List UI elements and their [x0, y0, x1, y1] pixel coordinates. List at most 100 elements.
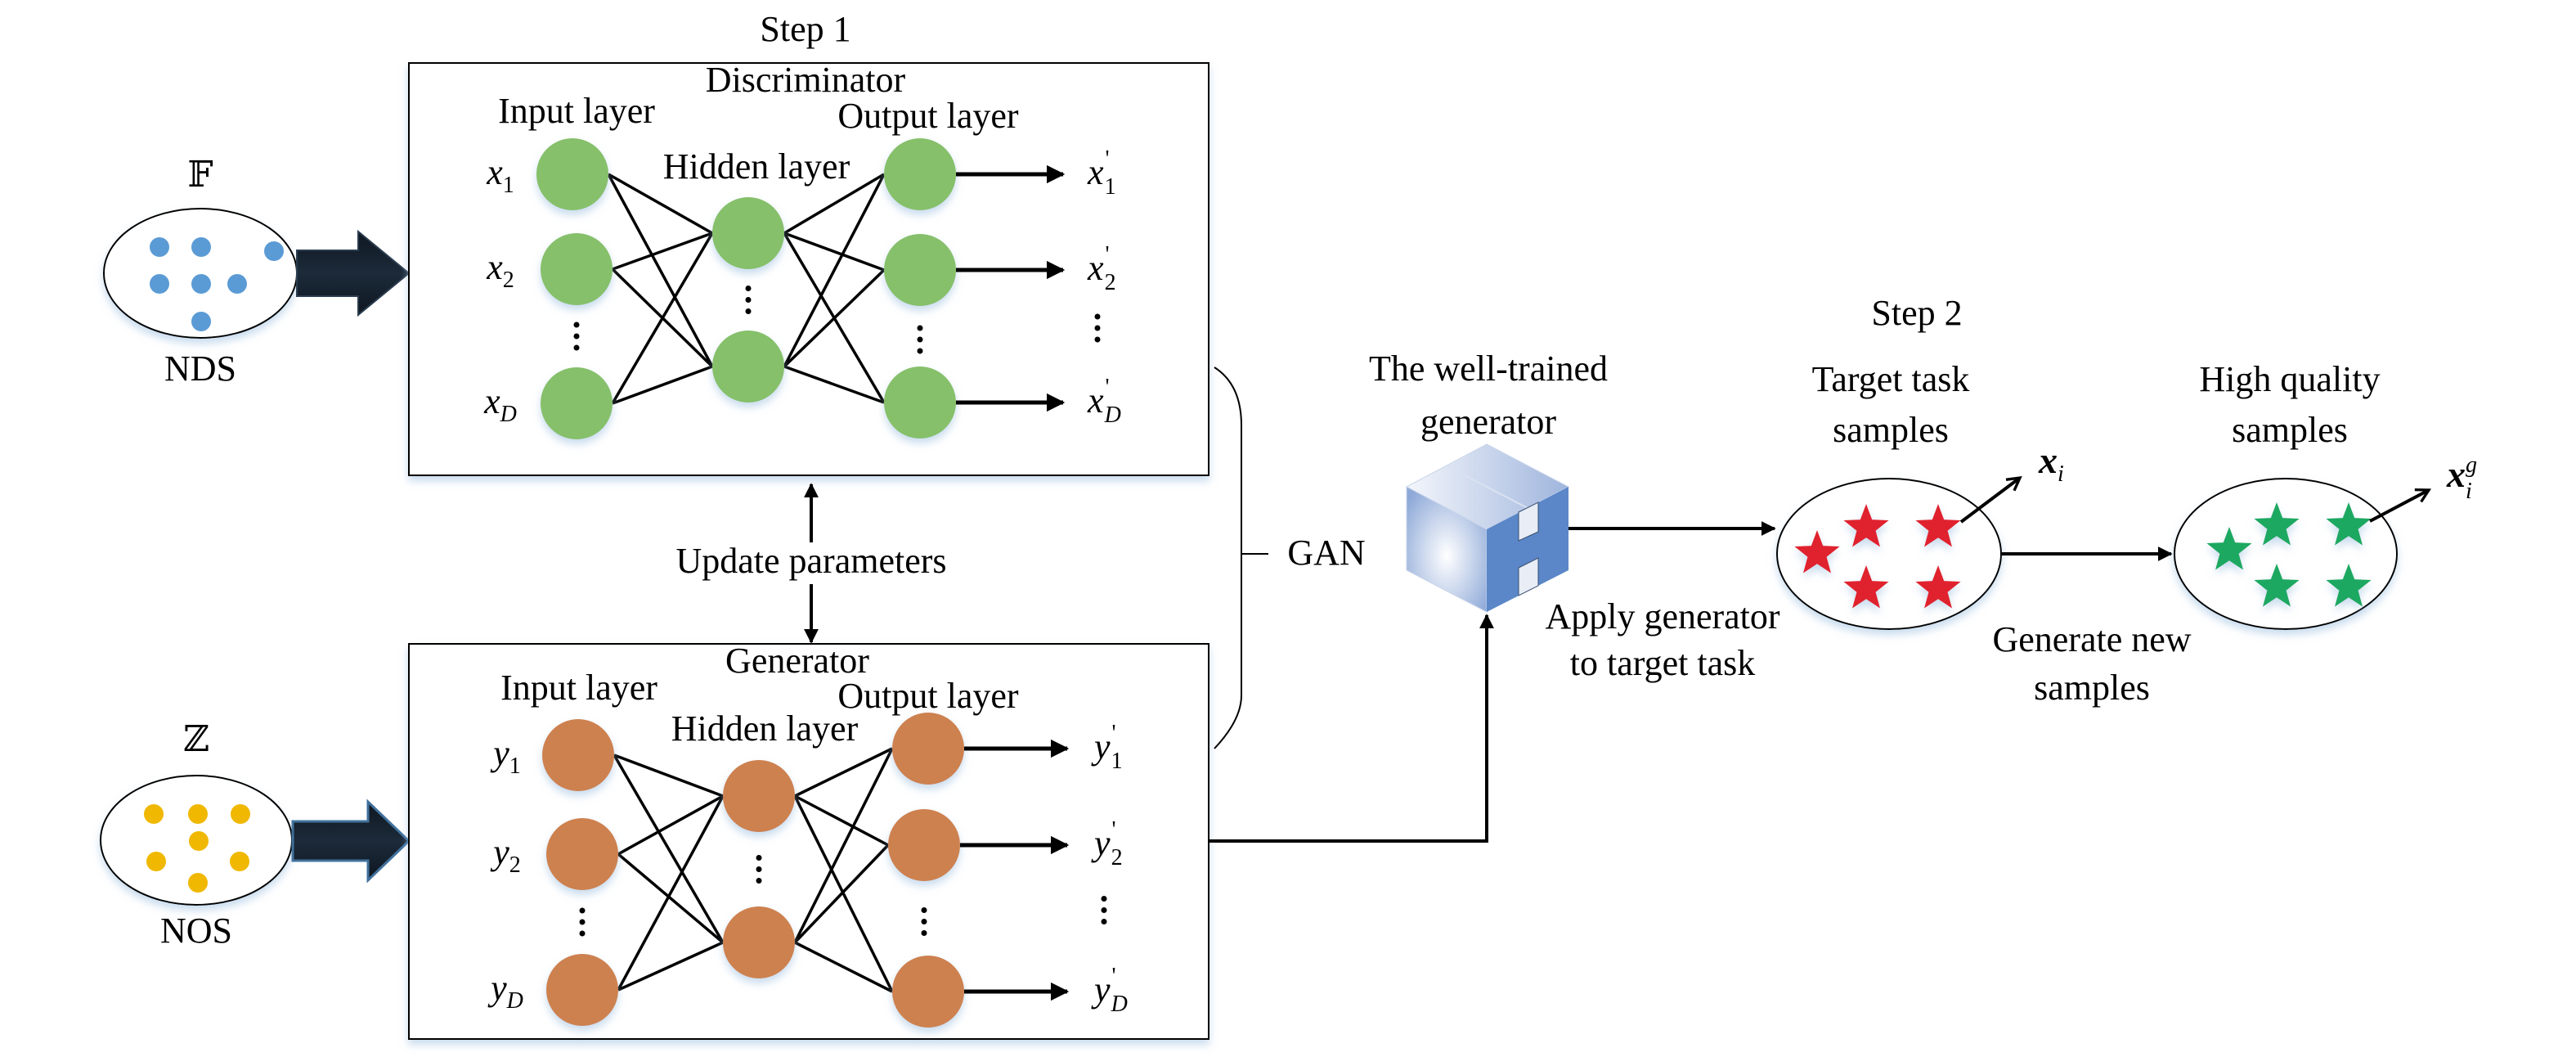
- nds-group: 𝔽 NDS: [103, 155, 411, 389]
- ellipsis-dot: [917, 336, 923, 343]
- generate-new-line2: samples: [2034, 668, 2150, 708]
- ellipsis-dot: [579, 907, 586, 914]
- hidden-node: [723, 906, 795, 978]
- target-sample-star: [1843, 565, 1889, 609]
- nds-data-point: [191, 312, 211, 331]
- quality-sample-star: [2326, 502, 2372, 546]
- connection-line: [617, 941, 724, 992]
- input-label: yD: [487, 968, 523, 1014]
- ellipsis-dot: [921, 907, 927, 913]
- nos-to-generator-arrow: [291, 798, 411, 884]
- step1-title: Step 1: [760, 9, 850, 49]
- quality-samples-ellipse: [2174, 478, 2398, 630]
- quality-sample-star: [2206, 527, 2252, 570]
- trained-generator-line1: The well-trained: [1369, 349, 1608, 389]
- ellipsis-dot: [573, 344, 580, 351]
- target-sample-stars: [1794, 504, 1961, 609]
- nds-data-point: [150, 274, 169, 294]
- connection-line: [794, 794, 889, 847]
- target-samples-line2: samples: [1833, 410, 1949, 450]
- nds-symbol: 𝔽: [187, 155, 213, 195]
- input-label: x2: [486, 247, 514, 293]
- generator-panel: Generator Input layer Hidden layer Outpu…: [408, 641, 1209, 1040]
- ellipsis-dot: [917, 325, 923, 331]
- xi-label: xi: [2038, 439, 2064, 487]
- connections: [607, 173, 886, 405]
- input-node: [541, 233, 613, 305]
- output-node: [884, 367, 956, 439]
- generator-hidden-layer-label: Hidden layer: [671, 708, 859, 749]
- xi-pointer-arrow: [1959, 478, 2020, 524]
- connection-line: [607, 173, 714, 367]
- target-sample-star: [1794, 530, 1840, 573]
- discriminator-hidden-layer-label: Hidden layer: [663, 146, 850, 187]
- nds-label: NDS: [164, 349, 236, 389]
- connection-line: [783, 173, 886, 367]
- ellipsis-dot: [756, 866, 762, 872]
- generator-input-layer-label: Input layer: [500, 668, 657, 708]
- output-node: [884, 234, 956, 306]
- ellipsis-dot: [1094, 325, 1101, 331]
- connection-line: [794, 747, 893, 798]
- discriminator-input-layer-label: Input layer: [498, 91, 655, 131]
- input-node: [546, 954, 618, 1026]
- nos-data-point: [231, 804, 250, 824]
- xig-pointer-arrow: [2369, 490, 2429, 523]
- hidden-node: [723, 760, 795, 832]
- ellipsis-dot: [579, 930, 586, 937]
- ellipsis-dot: [745, 308, 752, 314]
- target-sample-star: [1843, 504, 1889, 547]
- connection-line: [793, 843, 890, 944]
- connection-line: [793, 795, 894, 992]
- output-node: [892, 713, 964, 785]
- output-label: x'1: [1087, 146, 1116, 200]
- input-node: [541, 367, 613, 439]
- nds-data-point: [150, 237, 169, 257]
- connection-line: [612, 232, 713, 271]
- apply-generator-line2: to target task: [1570, 643, 1755, 683]
- output-label: x'D: [1087, 375, 1121, 428]
- nos-data-point: [230, 852, 249, 871]
- input-label: y2: [490, 832, 521, 878]
- apply-generator-line1: Apply generator: [1545, 596, 1779, 636]
- ellipsis-dot: [1101, 919, 1107, 924]
- connection-line: [613, 754, 725, 943]
- connection-line: [783, 173, 885, 235]
- nos-dots: [144, 804, 250, 893]
- nos-data-point: [146, 852, 166, 871]
- ellipsis-dot: [573, 322, 580, 328]
- discriminator-output-layer-label: Output layer: [837, 96, 1019, 136]
- ellipsis-dot: [1094, 336, 1101, 343]
- nos-symbol: ℤ: [183, 719, 209, 759]
- connection-line: [617, 852, 725, 944]
- connection-line: [783, 268, 886, 368]
- discriminator-panel: Discriminator Input layer Hidden layer O…: [408, 60, 1209, 476]
- ellipsis-dot: [745, 286, 752, 291]
- nos-data-point: [188, 804, 208, 824]
- input-label: x1: [486, 152, 514, 198]
- nos-data-point: [189, 831, 209, 851]
- ellipsis-dot: [1101, 896, 1107, 902]
- connection-line: [794, 941, 893, 993]
- nos-label: NOS: [160, 911, 232, 951]
- input-label: y1: [490, 733, 521, 779]
- input-node: [536, 138, 608, 210]
- connection-line: [608, 173, 713, 235]
- nds-data-point: [227, 274, 247, 294]
- connection-line: [793, 748, 894, 943]
- quality-sample-star: [2254, 502, 2300, 546]
- generator-title: Generator: [725, 641, 869, 681]
- ellipsis-dot: [756, 855, 762, 861]
- nos-data-point: [188, 873, 208, 893]
- output-node: [892, 956, 964, 1028]
- discriminator-title: Discriminator: [706, 60, 906, 100]
- connection-line: [617, 795, 725, 991]
- step2-title: Step 2: [1871, 293, 1962, 333]
- generator-box: [408, 643, 1209, 1040]
- ellipsis-dot: [921, 930, 927, 936]
- gan-brace: [1214, 367, 1242, 749]
- output-label: y'D: [1091, 964, 1128, 1017]
- nos-data-point: [144, 804, 164, 824]
